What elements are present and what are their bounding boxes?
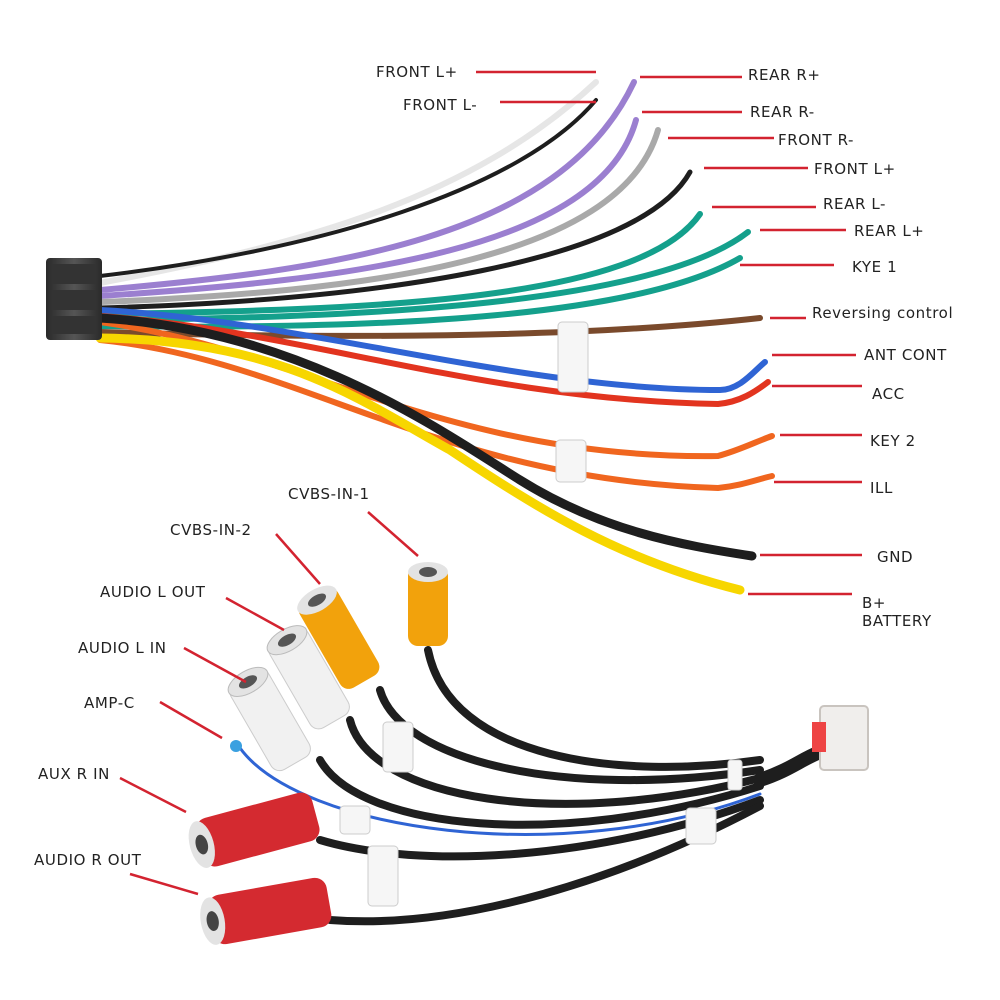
label-cvbs-in-1: CVBS-IN-1 [288,485,370,503]
label-front-l-minus: FRONT L- [403,96,478,114]
wire-front-l-minus-black [98,98,598,278]
label-b-battery: B+ BATTERY [862,594,932,630]
main-connector [46,258,102,340]
label-cvbs-in-2: CVBS-IN-2 [170,521,252,539]
wire-acc-red [97,313,771,408]
label-front-l-plus-a: FRONT L+ [376,63,458,81]
label-key-2: KEY 2 [870,432,916,450]
wire-battery-yellow [95,333,745,595]
leader-lines-harness [476,70,862,596]
amp-c-wire-end [230,740,242,752]
label-gnd: GND [877,548,914,566]
wire-rear-r-plus-purple [97,79,637,293]
harness-wires [95,79,775,595]
label-acc: ACC [872,385,905,403]
label-rear-l-minus: REAR L- [823,195,887,213]
wire-front-l-plus-black [97,169,693,311]
cable-tags [555,321,589,483]
rca-cvbs-in-2-plug [297,585,380,689]
rca-bundle-connector [812,705,869,771]
label-audio-l-out: AUDIO L OUT [100,583,206,601]
wire-rear-l-minus-green [97,211,703,317]
label-audio-r-out: AUDIO R OUT [34,851,142,869]
wire-kye1-green [97,255,743,330]
label-aux-r-in: AUX R IN [38,765,110,783]
label-kye-1: KYE 1 [852,258,898,276]
rca-cvbs-in-1-plug [408,562,448,646]
rca-audio-l-in-plug [227,666,311,772]
label-front-r-minus: FRONT R- [778,131,855,149]
label-amp-c: AMP-C [84,694,135,712]
wire-rear-l-plus-green [97,229,751,323]
label-rear-r-minus: REAR R- [750,103,815,121]
label-front-l-plus-b: FRONT L+ [814,160,896,178]
label-audio-l-in: AUDIO L IN [78,639,167,657]
label-rear-r-plus: REAR R+ [748,66,821,84]
wire-gnd-black [95,313,757,561]
wire-ill-orange [97,337,775,492]
wire-front-r-minus-gray [97,127,661,305]
label-ant-cont: ANT CONT [864,346,947,364]
label-reversing-control: Reversing control [812,304,954,322]
rca-tags [339,721,743,907]
rca-aux-r-in-plug [188,792,320,868]
rca-cables [238,646,827,926]
label-rear-l-plus: REAR L+ [854,222,925,240]
wire-ant-blue [97,307,768,394]
label-ill: ILL [870,479,893,497]
rca-audio-l-out-plug [266,625,350,730]
wire-rear-r-minus-purple [97,117,639,299]
wire-front-l-plus-white [97,79,599,286]
rca-audio-r-out-plug [200,877,332,945]
leader-lines-rca [119,511,419,896]
